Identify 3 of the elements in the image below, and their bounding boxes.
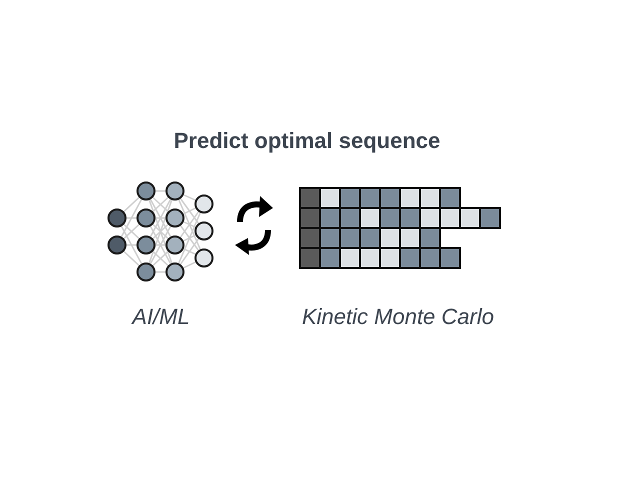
caption-label: Kinetic Monte Carlo [301, 303, 495, 330]
caption-label: AI/ML [130, 303, 191, 330]
title: Predict optimal sequence [172, 127, 442, 154]
